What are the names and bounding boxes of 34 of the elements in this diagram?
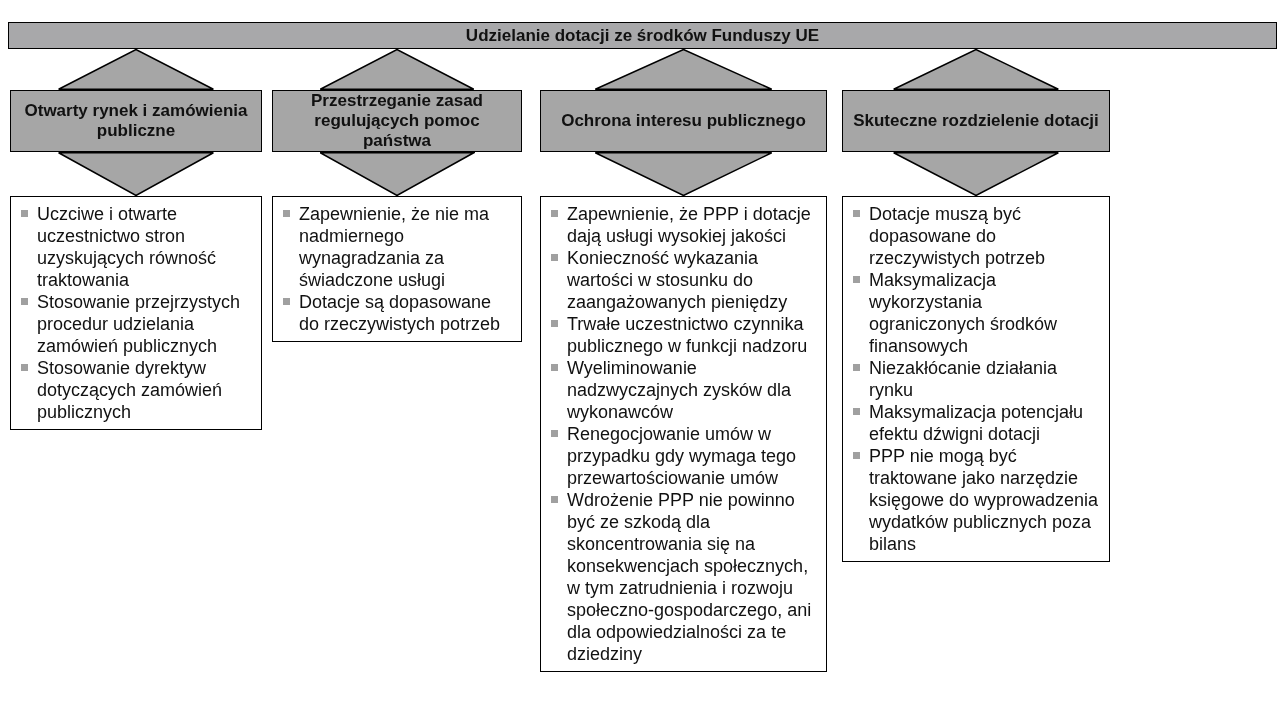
bullet-item: Zapewnienie, że nie ma nadmiernego wynagradzania za świadczone usługi bbox=[283, 203, 513, 291]
block-arrow bbox=[57, 48, 215, 91]
bullet-item: Stosowanie dyrektyw dotyczących zamówień publicznych bbox=[21, 357, 253, 423]
arrow-label: Ochrona interesu publicznego bbox=[561, 111, 806, 131]
block-arrow bbox=[57, 151, 215, 197]
block-arrow bbox=[892, 151, 1060, 197]
bullet-item: Renegocjowanie umów w przypadku gdy wymaga tego przewartościowanie umów bbox=[551, 423, 818, 489]
bullet-item: Dotacje są dopasowane do rzeczywistych potrzeb bbox=[283, 291, 513, 335]
block-arrow bbox=[892, 48, 1060, 91]
bullet-item: Wdrożenie PPP nie powinno być ze szkodą dla skoncentrowania się na konsekwencjach społecznych, w tym zatrudnienia i rozwoju społeczno-gospodarczego, ani dla odpowiedzialności za te dziedziny bbox=[551, 489, 818, 665]
bullet-item: Trwałe uczestnictwo czynnika publicznego w funkcji nadzoru bbox=[551, 313, 818, 357]
bullet-item: Niezakłócanie działania rynku bbox=[853, 357, 1101, 401]
block-arrow bbox=[319, 151, 475, 197]
banner-title: Udzielanie dotacji ze środków Funduszy UE bbox=[465, 25, 820, 46]
arrow-label: Skuteczne rozdzielenie dotacji bbox=[853, 111, 1099, 131]
bullet-item: PPP nie mogą być traktowane jako narzędzie księgowe do wyprowadzenia wydatków publicznych poza bilans bbox=[853, 445, 1101, 555]
bullet-list-panel bbox=[842, 196, 1110, 562]
bullet-item: Zapewnienie, że PPP i dotacje dają usługi wysokiej jakości bbox=[551, 203, 818, 247]
arrow-label: Otwarty rynek i zamówienia publiczne bbox=[23, 101, 249, 141]
bullet-item: Stosowanie przejrzystych procedur udzielania zamówień publicznych bbox=[21, 291, 253, 357]
banner-box bbox=[8, 22, 1277, 49]
bullet-item: Uczciwe i otwarte uczestnictwo stron uzyskujących równość traktowania bbox=[21, 203, 253, 291]
bullet-item: Maksymalizacja wykorzystania ograniczonych środków finansowych bbox=[853, 269, 1101, 357]
bullet-item: Konieczność wykazania wartości w stosunku do zaangażowanych pieniędzy bbox=[551, 247, 818, 313]
arrow-label: Przestrzeganie zasad regulujących pomoc państwa bbox=[310, 91, 484, 151]
bullet-list-panel bbox=[540, 196, 827, 672]
bullet-item: Dotacje muszą być dopasowane do rzeczywistych potrzeb bbox=[853, 203, 1101, 269]
block-arrow bbox=[594, 48, 773, 91]
bullet-item: Maksymalizacja potencjału efektu dźwigni dotacji bbox=[853, 401, 1101, 445]
bullet-list-panel bbox=[10, 196, 262, 430]
block-arrow bbox=[594, 151, 773, 197]
bullet-item: Wyeliminowanie nadzwyczajnych zysków dla wykonawców bbox=[551, 357, 818, 423]
block-arrow bbox=[319, 48, 475, 91]
bullet-list-panel bbox=[272, 196, 522, 342]
